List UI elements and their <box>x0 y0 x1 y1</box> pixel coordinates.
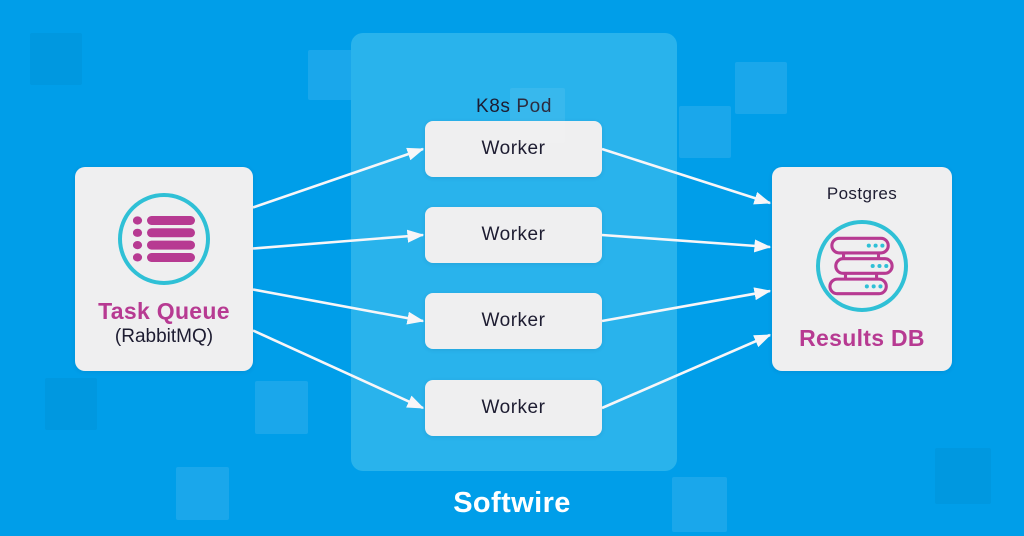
background-square <box>45 378 97 430</box>
background-square <box>30 33 82 85</box>
queue-icon-circle <box>118 193 210 285</box>
postgres-title: Postgres <box>826 184 898 203</box>
brand-logo: Softwire <box>453 487 571 519</box>
database-icon-circle <box>816 220 908 312</box>
worker-label: Worker <box>481 397 546 418</box>
worker-box: Worker <box>425 293 602 349</box>
worker-label: Worker <box>481 224 546 245</box>
database-icon <box>828 236 894 295</box>
task-queue-subtitle: (RabbitMQ) <box>114 326 214 347</box>
background-square <box>679 106 731 158</box>
background-square <box>255 381 308 434</box>
worker-box: Worker <box>425 121 602 177</box>
worker-box: Worker <box>425 207 602 263</box>
list-icon <box>133 216 195 262</box>
background-square <box>935 448 991 504</box>
results-db-title: Results DB <box>799 325 925 351</box>
worker-label: Worker <box>481 310 546 331</box>
k8s-pod-label: K8s Pod <box>475 96 553 117</box>
task-queue-title: Task Queue <box>98 298 230 324</box>
results-db-card: Postgres Results DB <box>772 167 952 371</box>
background-square <box>672 477 727 532</box>
worker-label: Worker <box>481 138 546 159</box>
background-square <box>308 50 358 100</box>
background-square <box>510 88 565 143</box>
background-square <box>176 467 229 520</box>
background-square <box>735 62 787 114</box>
task-queue-card: Task Queue (RabbitMQ) <box>75 167 253 371</box>
worker-box: Worker <box>425 380 602 436</box>
